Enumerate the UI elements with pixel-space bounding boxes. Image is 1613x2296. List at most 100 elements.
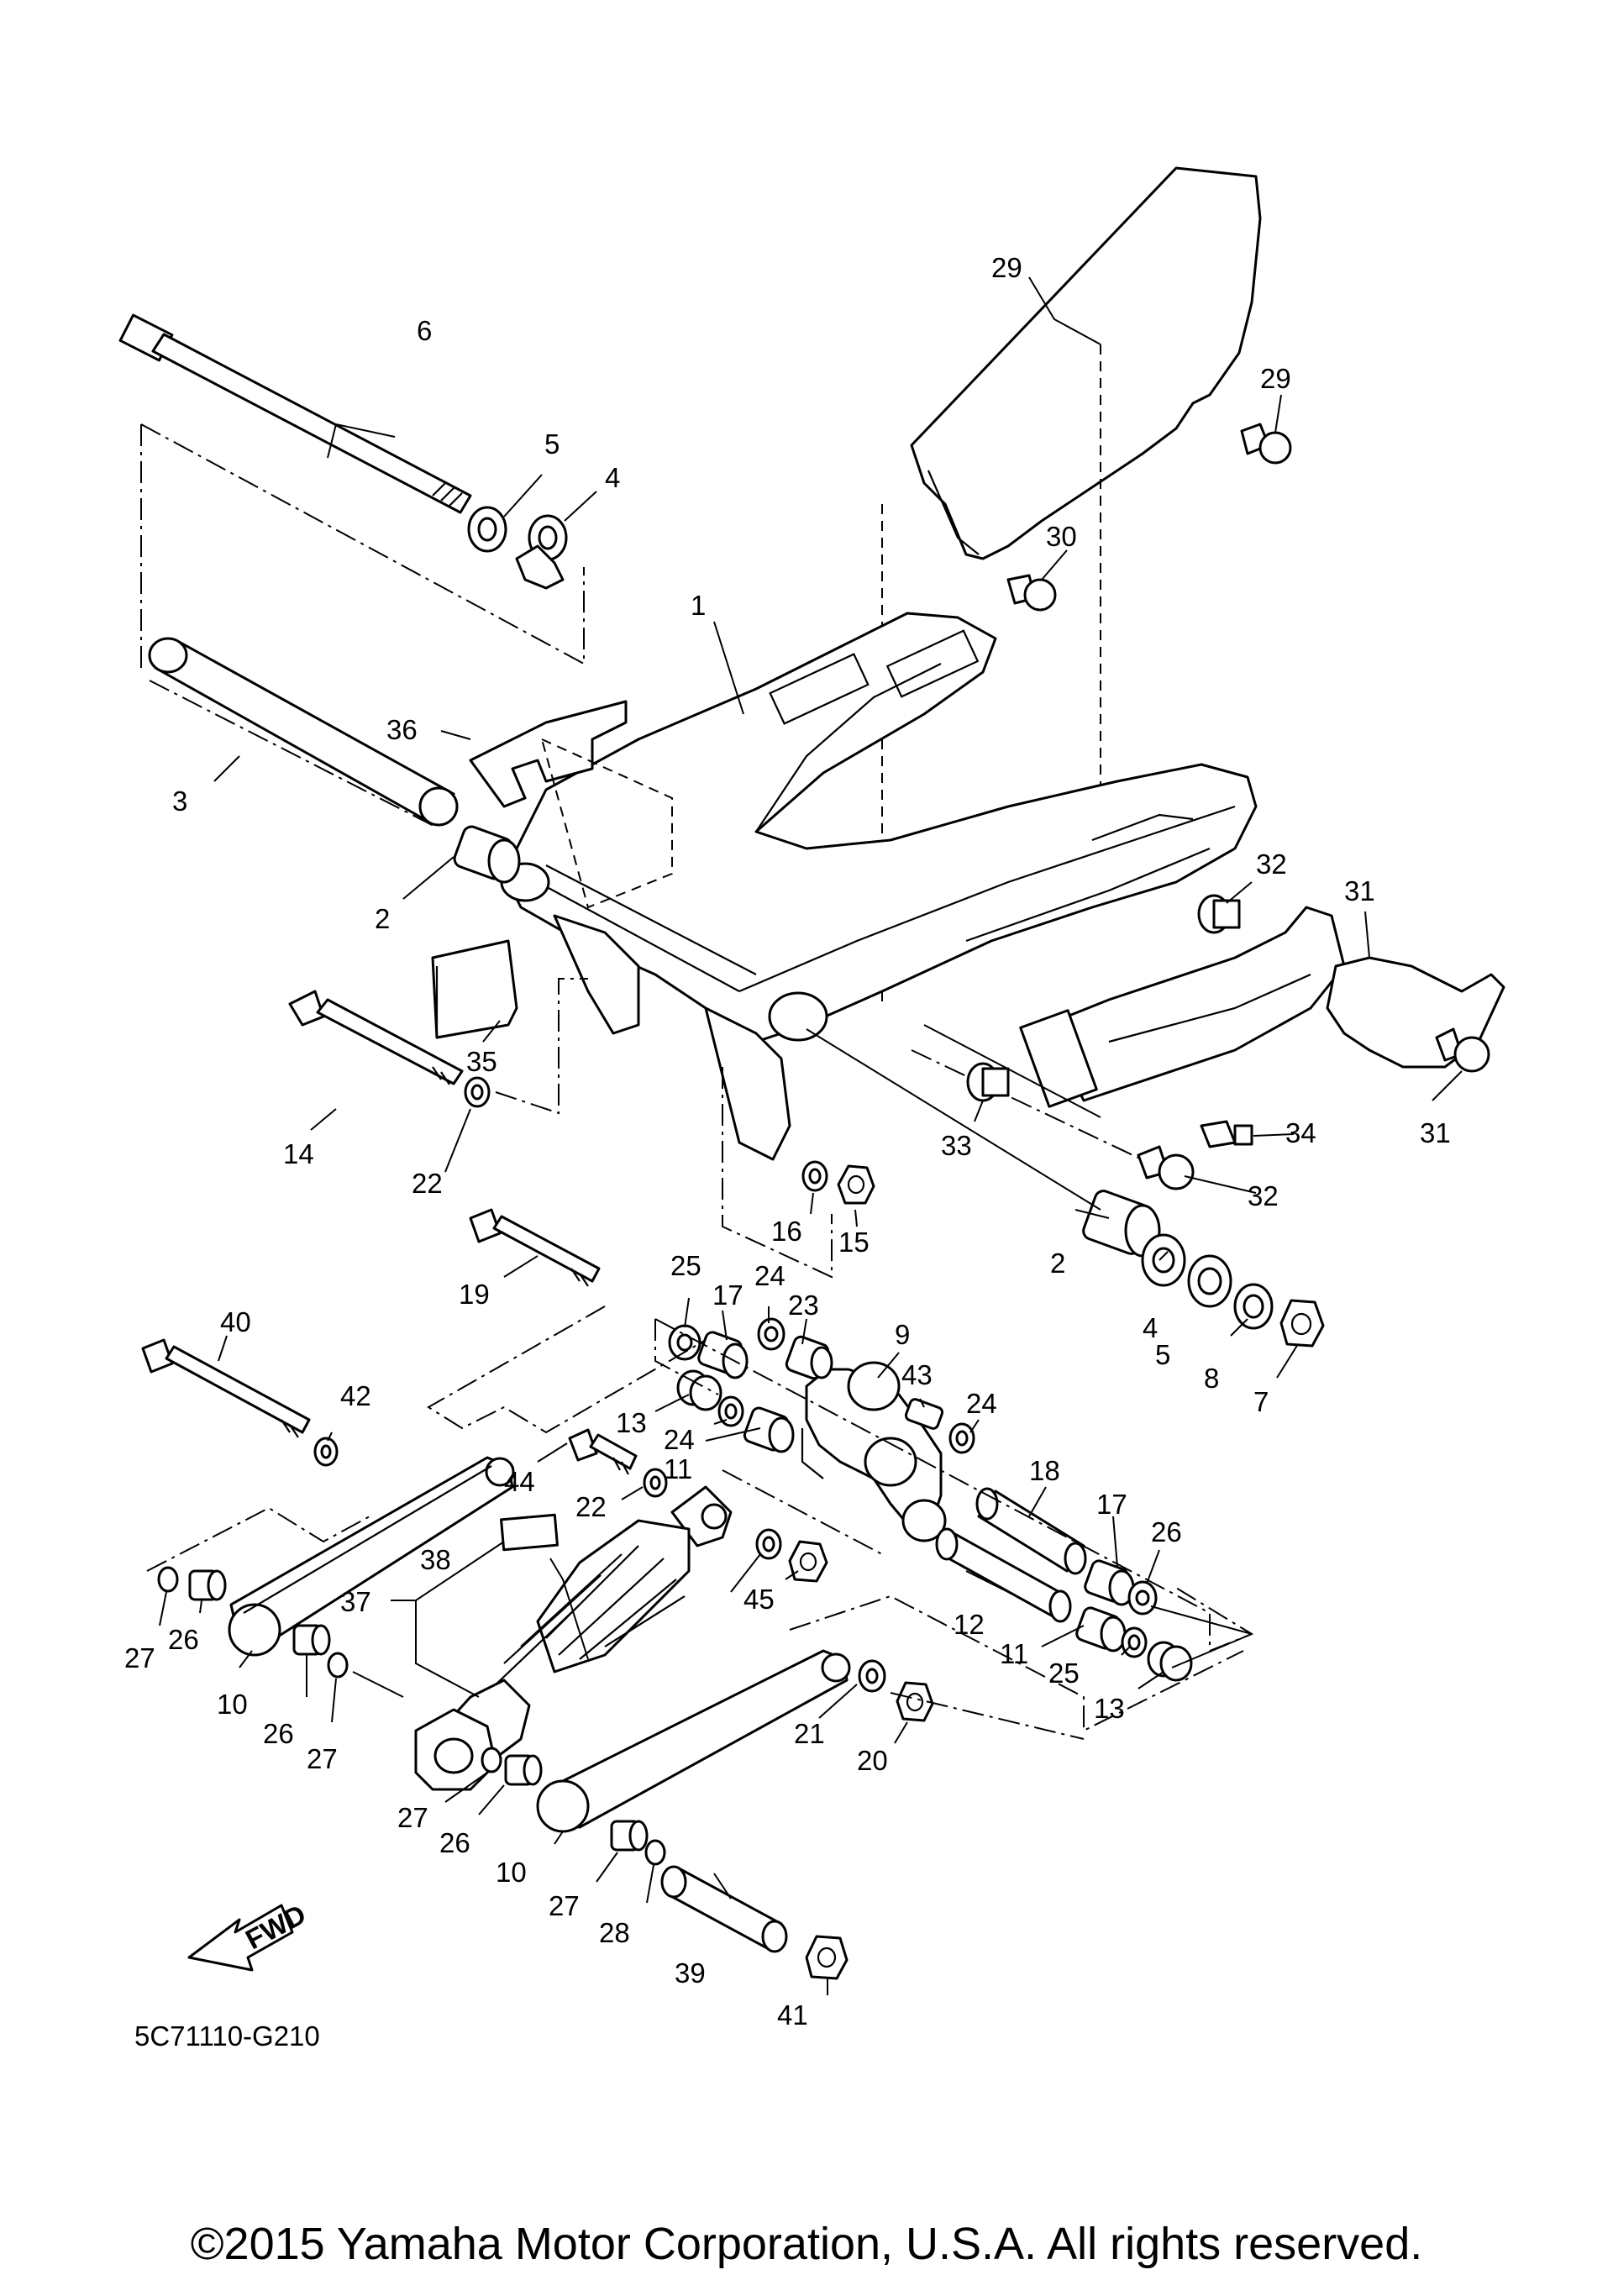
callout-23: 23 — [788, 1290, 819, 1321]
fwd-arrow-icon: FWD — [187, 1898, 311, 1972]
callout-39: 40 — [220, 1306, 251, 1337]
collar-34-part — [431, 939, 518, 1039]
plate-35-part — [469, 700, 628, 808]
washer-45-part — [755, 1528, 782, 1560]
bearing-part — [453, 825, 521, 884]
callout-26: 26 — [263, 1718, 294, 1749]
callout-22: 22 — [575, 1491, 607, 1522]
callout-10: 10 — [217, 1689, 248, 1720]
callout-16: 16 — [771, 1216, 802, 1247]
callout-3: 3 — [172, 785, 187, 817]
callout-41: 42 — [340, 1380, 371, 1411]
seal-27-upper-left-part — [157, 1566, 179, 1593]
callout-17: 17 — [712, 1279, 743, 1311]
callout-29: 30 — [1046, 521, 1077, 552]
callout-13: 13 — [1094, 1693, 1125, 1724]
collar-42-part — [904, 1398, 944, 1430]
callout-31: 32 — [1248, 1180, 1279, 1211]
washer-21-part — [858, 1659, 886, 1693]
nut-20-part — [896, 1681, 934, 1722]
callout-25: 26 — [1151, 1516, 1182, 1547]
callout-15: 15 — [838, 1227, 870, 1258]
nut-15-part — [837, 1164, 875, 1205]
collar-32-left-part — [966, 1062, 1010, 1102]
washer-22-shock-part — [643, 1468, 668, 1498]
callout-32: 32 — [1256, 849, 1287, 880]
callout-5: 5 — [1155, 1339, 1170, 1370]
seal-27-upper-right-part — [327, 1652, 349, 1679]
bolt-33-part — [1200, 1120, 1253, 1148]
washer-16-part — [801, 1160, 828, 1192]
nut-7-part — [1279, 1299, 1325, 1348]
collar-32-right-part — [1197, 894, 1241, 934]
washer-22-part — [464, 1076, 491, 1108]
copyright-notice: ©2015 Yamaha Motor Corporation, U.S.A. A… — [190, 2219, 1423, 2269]
collar-part — [528, 514, 568, 561]
callout-21: 21 — [794, 1718, 825, 1749]
bolt-39-part — [141, 1338, 311, 1438]
callout-27: 27 — [124, 1642, 155, 1673]
callout-14: 14 — [283, 1138, 314, 1169]
washer-24-right-part — [948, 1422, 975, 1454]
callout-35: 36 — [386, 714, 418, 745]
callout-labels: 1 2 2 3 4 4 5 5 6 7 8 9 10 10 11 11 12 1… — [124, 252, 1451, 2031]
callout-2: 2 — [375, 903, 390, 934]
callout-11: 11 — [1000, 1638, 1028, 1669]
callout-19: 19 — [459, 1279, 490, 1310]
pivot-guide-line — [140, 423, 585, 828]
callout-33: 34 — [1285, 1117, 1316, 1148]
callout-28: 29 — [991, 252, 1022, 283]
callout-25: 25 — [670, 1250, 701, 1281]
nut-40-part — [805, 1935, 849, 1980]
collar-4-right-part — [1141, 1233, 1186, 1287]
collar-18-part — [975, 1487, 1087, 1575]
callout-6: 6 — [417, 315, 432, 346]
seal-27-lower-left-part — [481, 1747, 502, 1773]
bolt-19-part — [469, 1208, 601, 1287]
bolt-29-lower-part — [1006, 574, 1057, 612]
callout-9: 9 — [895, 1319, 910, 1350]
callout-40: 41 — [777, 1999, 808, 2031]
callout-2: 2 — [1050, 1248, 1065, 1279]
callout-44: 45 — [743, 1584, 775, 1615]
bolt-31-lower-part — [1137, 1145, 1195, 1190]
washer-24-lower-part — [1121, 1626, 1148, 1658]
bearing-17-right-part — [1084, 1559, 1135, 1606]
pivot-collar-part — [148, 637, 459, 827]
bolt-29-upper-part — [1240, 423, 1292, 465]
callout-24: 24 — [664, 1424, 695, 1455]
collar-12-part — [935, 1527, 1072, 1623]
callout-24: 24 — [966, 1388, 997, 1419]
callout-36: 37 — [340, 1586, 371, 1617]
callout-1: 1 — [691, 590, 706, 621]
washer-24-mid-part — [717, 1395, 744, 1427]
pivot-shaft-part — [118, 313, 472, 514]
callout-12: 12 — [954, 1609, 985, 1640]
callout-26: 26 — [168, 1624, 199, 1655]
washer-8-part — [1233, 1283, 1274, 1330]
washer-25-right-part — [1127, 1580, 1158, 1616]
chain-guard-part — [910, 166, 1262, 560]
washer-24-upper-part — [757, 1317, 785, 1351]
callout-24: 24 — [754, 1260, 785, 1291]
callout-43: 44 — [504, 1466, 535, 1497]
callout-4: 4 — [1143, 1312, 1158, 1343]
callout-26: 26 — [439, 1827, 470, 1858]
bushing-26-lower-left-part — [504, 1754, 543, 1786]
callout-7: 7 — [1253, 1386, 1269, 1417]
callout-38: 39 — [675, 1957, 706, 1989]
bolt-14-part — [288, 990, 464, 1085]
collar-38-part — [660, 1865, 788, 1953]
callout-4: 4 — [605, 462, 620, 493]
bushing-23-part — [785, 1335, 833, 1380]
callout-37: 38 — [420, 1544, 451, 1575]
bolt-43-part — [568, 1428, 638, 1475]
callout-30: 31 — [1344, 875, 1375, 906]
washer-41-part — [313, 1437, 339, 1467]
connecting-rod-upper-part — [228, 1456, 515, 1657]
callout-42: 43 — [901, 1359, 933, 1390]
bearing-11-right-part — [1075, 1606, 1127, 1652]
callout-20: 20 — [857, 1745, 888, 1776]
connecting-rod-lower-part — [536, 1649, 851, 1833]
